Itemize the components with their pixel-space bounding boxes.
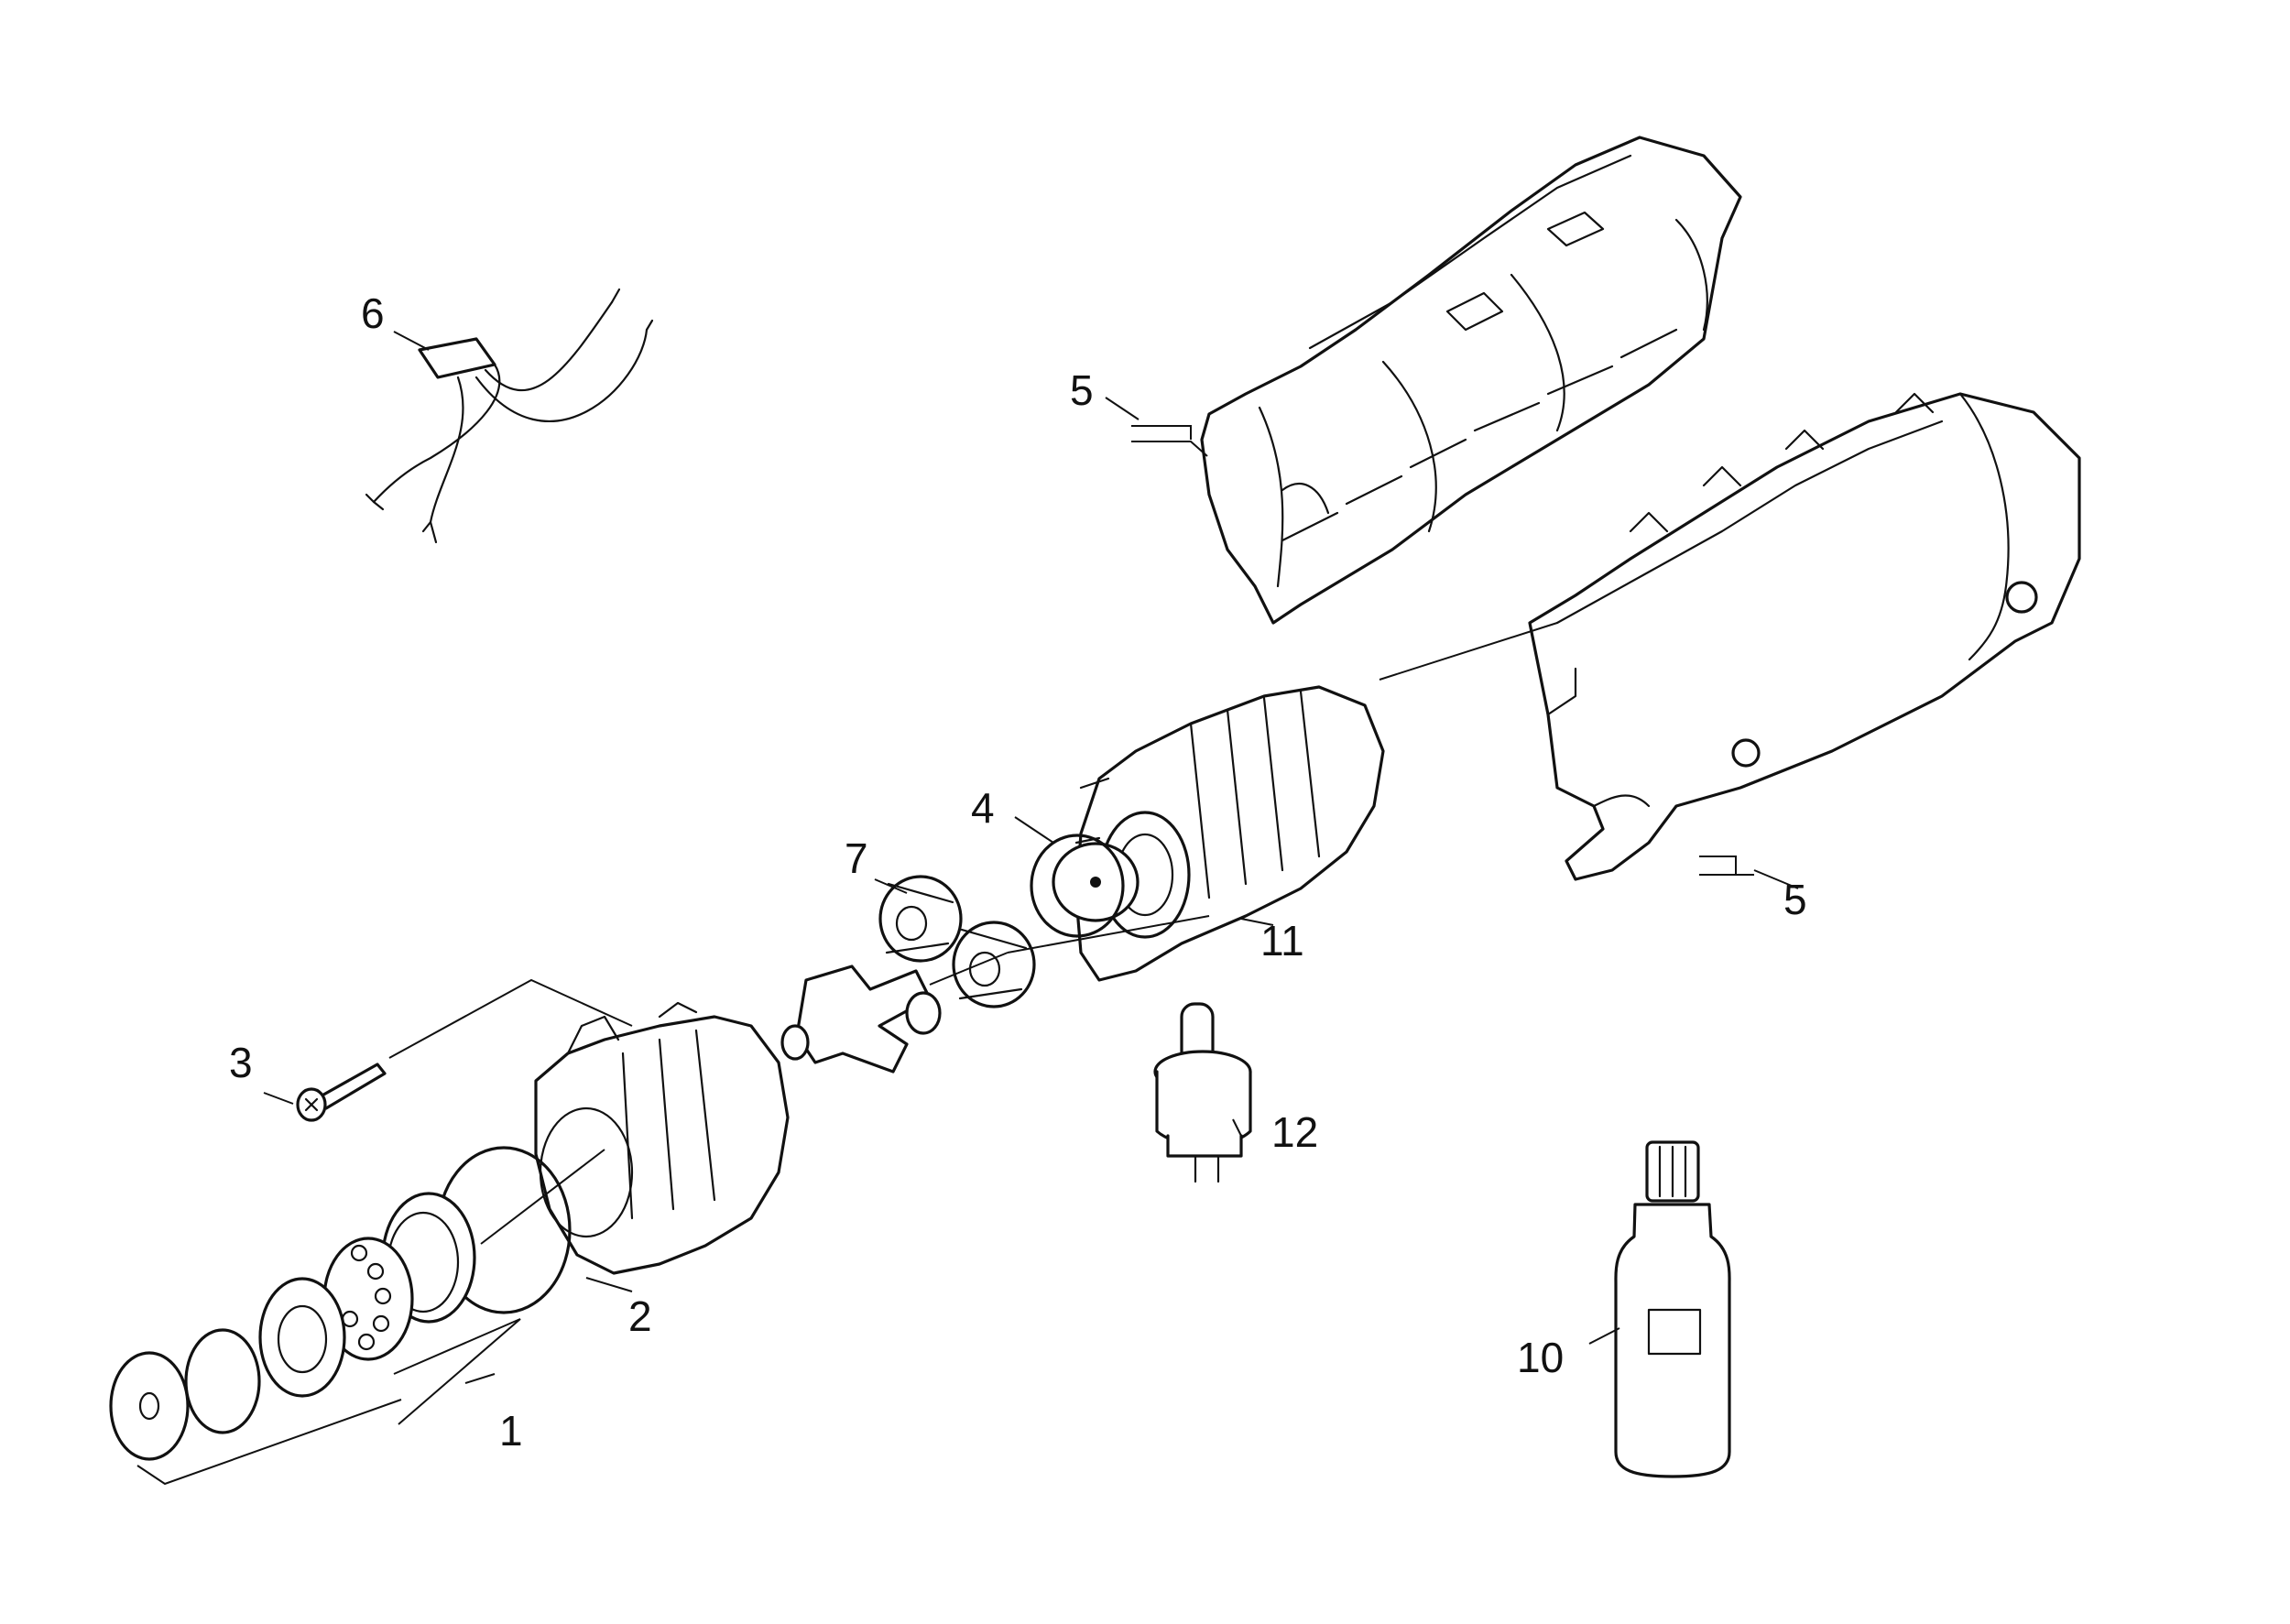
part-5-upper-housing[interactable] <box>1200 136 1742 625</box>
callout-labels: 1 2 3 4 5 5 6 7 10 11 12 <box>229 289 1807 1455</box>
part-11-motor[interactable] <box>1052 685 1385 982</box>
part-10-oil-bottle[interactable] <box>1614 1140 1731 1478</box>
callout-7: 7 <box>845 834 868 882</box>
callout-11: 11 <box>1260 917 1304 965</box>
part-1-valve-set[interactable] <box>109 1192 476 1461</box>
callout-1: 1 <box>499 1407 523 1455</box>
callout-2: 2 <box>628 1292 652 1340</box>
part-4-o-ring[interactable] <box>1030 834 1125 938</box>
part-7-gear-upper[interactable] <box>878 875 963 963</box>
leader-lines <box>136 331 1799 1486</box>
part-5-lower-housing[interactable] <box>1528 392 2081 881</box>
part-12-plug[interactable] <box>1153 1002 1252 1183</box>
part-3-screw[interactable] <box>296 1063 387 1122</box>
part-eccentric-shaft[interactable] <box>780 965 942 1074</box>
callout-12: 12 <box>1271 1108 1318 1156</box>
callout-10: 10 <box>1517 1334 1564 1381</box>
callout-5-upper: 5 <box>1070 366 1094 414</box>
callout-4: 4 <box>971 784 995 832</box>
part-7-gear-lower[interactable] <box>952 921 1036 1008</box>
part-pump-housing[interactable] <box>534 1001 790 1275</box>
callout-3: 3 <box>229 1039 253 1086</box>
callout-6: 6 <box>361 289 385 337</box>
callout-5-lower: 5 <box>1783 876 1807 923</box>
part-6-wire-harness[interactable] <box>365 288 654 544</box>
